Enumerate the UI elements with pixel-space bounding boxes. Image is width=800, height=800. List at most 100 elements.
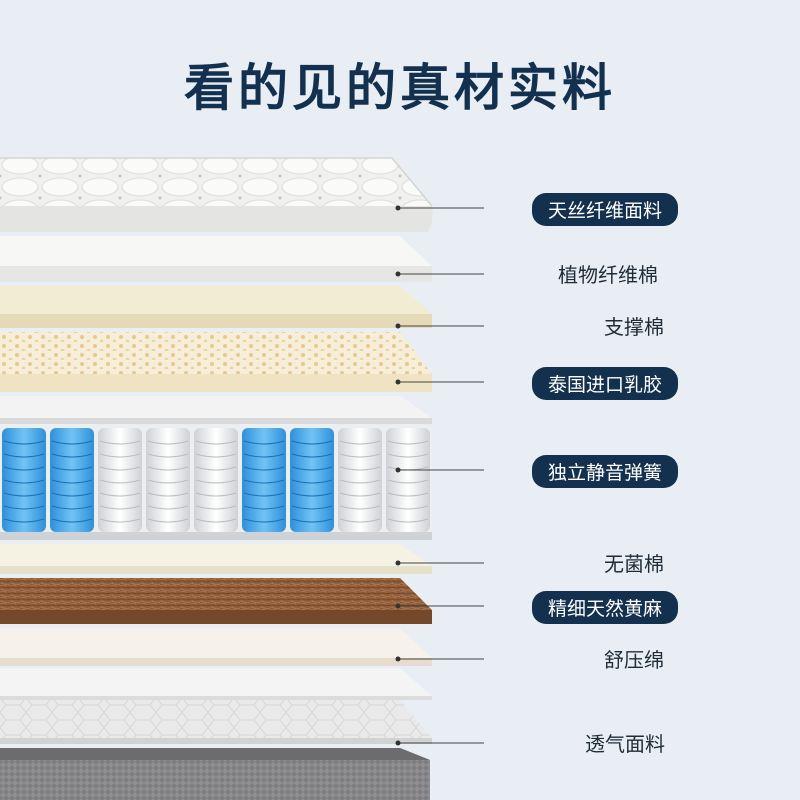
layer-label: 泰国进口乳胶 bbox=[532, 367, 679, 400]
spring-wire bbox=[243, 453, 285, 458]
spring-wire bbox=[291, 453, 333, 458]
spring-coil bbox=[146, 428, 190, 532]
spring-wire bbox=[387, 479, 429, 484]
spring-wire bbox=[339, 518, 381, 523]
spring-wire bbox=[339, 440, 381, 445]
spring-wire bbox=[99, 492, 141, 497]
layer-latex bbox=[0, 332, 432, 392]
spring-coil bbox=[242, 428, 286, 532]
layer-support-cotton bbox=[0, 286, 432, 328]
spring-wire bbox=[3, 505, 45, 510]
spring-wire bbox=[195, 453, 237, 458]
spring-coil bbox=[2, 428, 46, 532]
spring-wire bbox=[339, 466, 381, 471]
leader-dot bbox=[395, 656, 401, 662]
spring-wire bbox=[291, 505, 333, 510]
leader-dot bbox=[395, 205, 401, 211]
spring-wire bbox=[99, 453, 141, 458]
spring-wire bbox=[291, 492, 333, 497]
layer-coir bbox=[0, 578, 432, 624]
spring-wire bbox=[195, 518, 237, 523]
layer-plant-fiber bbox=[0, 236, 432, 282]
spring-wire bbox=[147, 453, 189, 458]
spring-wire bbox=[51, 518, 93, 523]
spring-wire bbox=[51, 466, 93, 471]
layer-tencel-top bbox=[0, 157, 433, 232]
base-layer bbox=[0, 748, 430, 800]
spring-wire bbox=[387, 505, 429, 510]
layer-label: 透气面料 bbox=[585, 732, 665, 756]
spring-coil bbox=[386, 428, 430, 532]
spring-wire bbox=[291, 518, 333, 523]
spring-wire bbox=[99, 505, 141, 510]
layer-pocket-springs bbox=[0, 424, 432, 540]
spring-wire bbox=[147, 440, 189, 445]
spring-wire bbox=[339, 479, 381, 484]
spring-wire bbox=[291, 479, 333, 484]
layer-comfort-foam bbox=[0, 628, 432, 666]
spring-wire bbox=[51, 440, 93, 445]
spring-wire bbox=[387, 492, 429, 497]
spring-wire bbox=[195, 492, 237, 497]
spring-coil bbox=[338, 428, 382, 532]
spring-wire bbox=[51, 505, 93, 510]
spring-wire bbox=[3, 466, 45, 471]
spring-wire bbox=[339, 492, 381, 497]
spring-wire bbox=[3, 453, 45, 458]
leader-lines bbox=[395, 205, 484, 746]
spring-wire bbox=[195, 505, 237, 510]
leader-dot bbox=[395, 560, 401, 566]
spring-wire bbox=[387, 453, 429, 458]
spring-wire bbox=[291, 440, 333, 445]
spring-wire bbox=[51, 453, 93, 458]
spring-wire bbox=[51, 492, 93, 497]
spring-wire bbox=[99, 479, 141, 484]
spring-wire bbox=[99, 440, 141, 445]
spring-wire bbox=[51, 479, 93, 484]
layer-breathable-fabric bbox=[0, 700, 432, 744]
spring-wire bbox=[339, 453, 381, 458]
spring-wire bbox=[291, 466, 333, 471]
spring-wire bbox=[243, 505, 285, 510]
spring-wire bbox=[147, 492, 189, 497]
leader-dot bbox=[395, 467, 401, 473]
spring-wire bbox=[387, 440, 429, 445]
spring-coil bbox=[50, 428, 94, 532]
spring-wire bbox=[3, 479, 45, 484]
layer-spring-cover bbox=[0, 396, 432, 424]
spring-wire bbox=[147, 466, 189, 471]
layer-label: 支撑棉 bbox=[604, 315, 664, 339]
spring-wire bbox=[243, 492, 285, 497]
layer-label: 精细天然黄麻 bbox=[532, 591, 679, 624]
page-title: 看的见的真材实料 bbox=[184, 59, 616, 117]
spring-wire bbox=[3, 440, 45, 445]
spring-wire bbox=[147, 479, 189, 484]
layer-sterile-cotton bbox=[0, 544, 432, 574]
spring-wire bbox=[195, 466, 237, 471]
spring-coil bbox=[194, 428, 238, 532]
leader-dot bbox=[395, 323, 401, 329]
leader-dot bbox=[395, 379, 401, 385]
spring-coil bbox=[290, 428, 334, 532]
leader-dot bbox=[395, 603, 401, 609]
spring-wire bbox=[243, 466, 285, 471]
spring-wire bbox=[243, 518, 285, 523]
layer-label: 独立静音弹簧 bbox=[532, 455, 679, 488]
spring-wire bbox=[147, 505, 189, 510]
layer-thin-white bbox=[0, 668, 432, 700]
leader-dot bbox=[395, 740, 401, 746]
spring-wire bbox=[99, 518, 141, 523]
layer-label: 植物纤维棉 bbox=[558, 263, 658, 287]
spring-coil bbox=[98, 428, 142, 532]
spring-wire bbox=[243, 440, 285, 445]
spring-wire bbox=[3, 518, 45, 523]
spring-wire bbox=[147, 518, 189, 523]
leader-dot bbox=[395, 271, 401, 277]
spring-wire bbox=[243, 479, 285, 484]
spring-wire bbox=[339, 505, 381, 510]
layer-label: 舒压绵 bbox=[604, 648, 664, 672]
layer-label: 天丝纤维面料 bbox=[532, 193, 679, 226]
layer-label: 无菌棉 bbox=[604, 552, 664, 576]
spring-wire bbox=[195, 479, 237, 484]
